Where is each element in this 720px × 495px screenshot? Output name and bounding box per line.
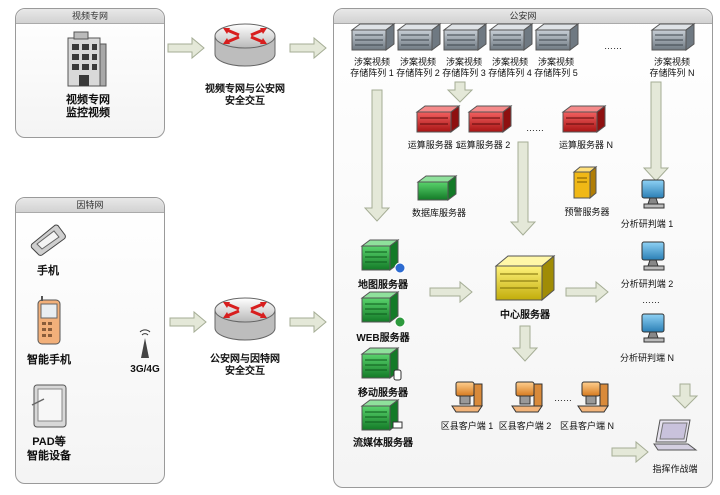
video-net-panel: 视频专网 (15, 8, 165, 138)
arrow-analysis-to-command (671, 383, 699, 409)
arrow-center-to-clients (511, 325, 539, 362)
gateway-video-police-label-2: 安全交互 (225, 96, 265, 107)
server-stack-icons (360, 239, 406, 431)
storage-label-3: 涉案视频 (445, 57, 482, 67)
arrow-storage-down-left (363, 89, 391, 222)
storage-label-n: 涉案视频 (653, 57, 690, 67)
router-icon (214, 23, 276, 67)
database-server-label: 数据库服务器 (411, 208, 466, 218)
tablet-icon (31, 384, 67, 428)
database-server-icon (416, 175, 458, 201)
smartphone-icon (37, 296, 61, 345)
analysis-terminals (641, 179, 665, 343)
streaming-server-label: 流媒体服务器 (353, 438, 413, 449)
analysis-ellipsis: …… (642, 295, 660, 305)
storage-label-1: 涉案视频 (353, 57, 390, 67)
client-label-2: 区县客户端 2 (498, 421, 552, 431)
web-server-label: WEB服务器 (356, 333, 410, 344)
arrow-gateway2-to-police (289, 310, 327, 334)
arrow-monitor-to-gateway (167, 36, 205, 60)
laptop-icon (653, 419, 698, 451)
compute-ellipsis: …… (526, 123, 544, 133)
network-label: 3G/4G (130, 364, 160, 375)
mobile-server-label: 移动服务器 (358, 388, 408, 399)
analysis-label-n: 分析研判端 N (619, 353, 674, 363)
analysis-label-2: 分析研判端 2 (620, 279, 674, 289)
storage-label-4: 涉案视频 (491, 57, 528, 67)
building-icon (67, 31, 107, 87)
center-server-label: 中心服务器 (500, 310, 550, 321)
pad-label-1: PAD等 (32, 436, 66, 448)
storage-label-1b: 存储阵列 1 (350, 68, 394, 78)
storage-label-5b: 存储阵列 5 (534, 68, 578, 78)
video-net-panel-title: 视频专网 (16, 9, 164, 24)
storage-label-2: 涉案视频 (399, 57, 436, 67)
compute-label-n: 运算服务器 N (558, 140, 613, 150)
compute-label-1: 运算服务器 1 (407, 140, 461, 150)
compute-label-2: 运算服务器 2 (457, 140, 511, 150)
arrow-storageN-to-analysis (642, 81, 670, 182)
arrow-center-to-analysis (565, 280, 609, 304)
center-server-icon (494, 254, 556, 302)
client-ellipsis: …… (554, 393, 572, 403)
antenna-icon (139, 329, 151, 358)
storage-label-2b: 存储阵列 2 (396, 68, 440, 78)
storage-label-nb: 存储阵列 N (649, 68, 695, 78)
county-clients (451, 381, 609, 413)
smartphone-label: 智能手机 (27, 354, 71, 366)
storage-arrays (350, 23, 695, 51)
storage-ellipsis: …… (604, 41, 622, 51)
gateway-police-internet-label-1: 公安网与因特网 (210, 354, 280, 365)
map-server-label: 地图服务器 (358, 280, 408, 291)
gateway-police-internet-label-2: 安全交互 (225, 366, 265, 377)
arrow-compute-to-center (509, 141, 537, 236)
client-label-n: 区县客户端 N (559, 421, 614, 431)
monitor-label-1: 视频专网 (66, 94, 110, 106)
arrow-gateway-to-police (289, 36, 327, 60)
monitor-label-2: 监控视频 (66, 107, 110, 119)
phone-icon (30, 224, 66, 256)
phone-label: 手机 (37, 265, 59, 277)
storage-label-3b: 存储阵列 3 (442, 68, 486, 78)
arrow-devices-to-gateway (169, 310, 207, 334)
internet-panel-title: 因特网 (16, 198, 164, 213)
compute-servers (415, 105, 606, 133)
alert-server-label: 预警服务器 (564, 207, 610, 217)
alert-server-icon (572, 165, 598, 200)
arrow-to-command (611, 440, 649, 464)
client-label-1: 区县客户端 1 (440, 421, 494, 431)
storage-label-5: 涉案视频 (537, 57, 574, 67)
gateway-video-police-label-1: 视频专网与公安网 (205, 84, 285, 95)
storage-label-4b: 存储阵列 4 (488, 68, 532, 78)
pad-label-2: 智能设备 (27, 450, 71, 462)
arrow-storage-to-compute (446, 81, 474, 103)
analysis-label-1: 分析研判端 1 (620, 219, 674, 229)
arrow-servers-to-center (429, 280, 473, 304)
command-label: 指挥作战端 (652, 464, 698, 474)
router-icon (214, 297, 276, 341)
